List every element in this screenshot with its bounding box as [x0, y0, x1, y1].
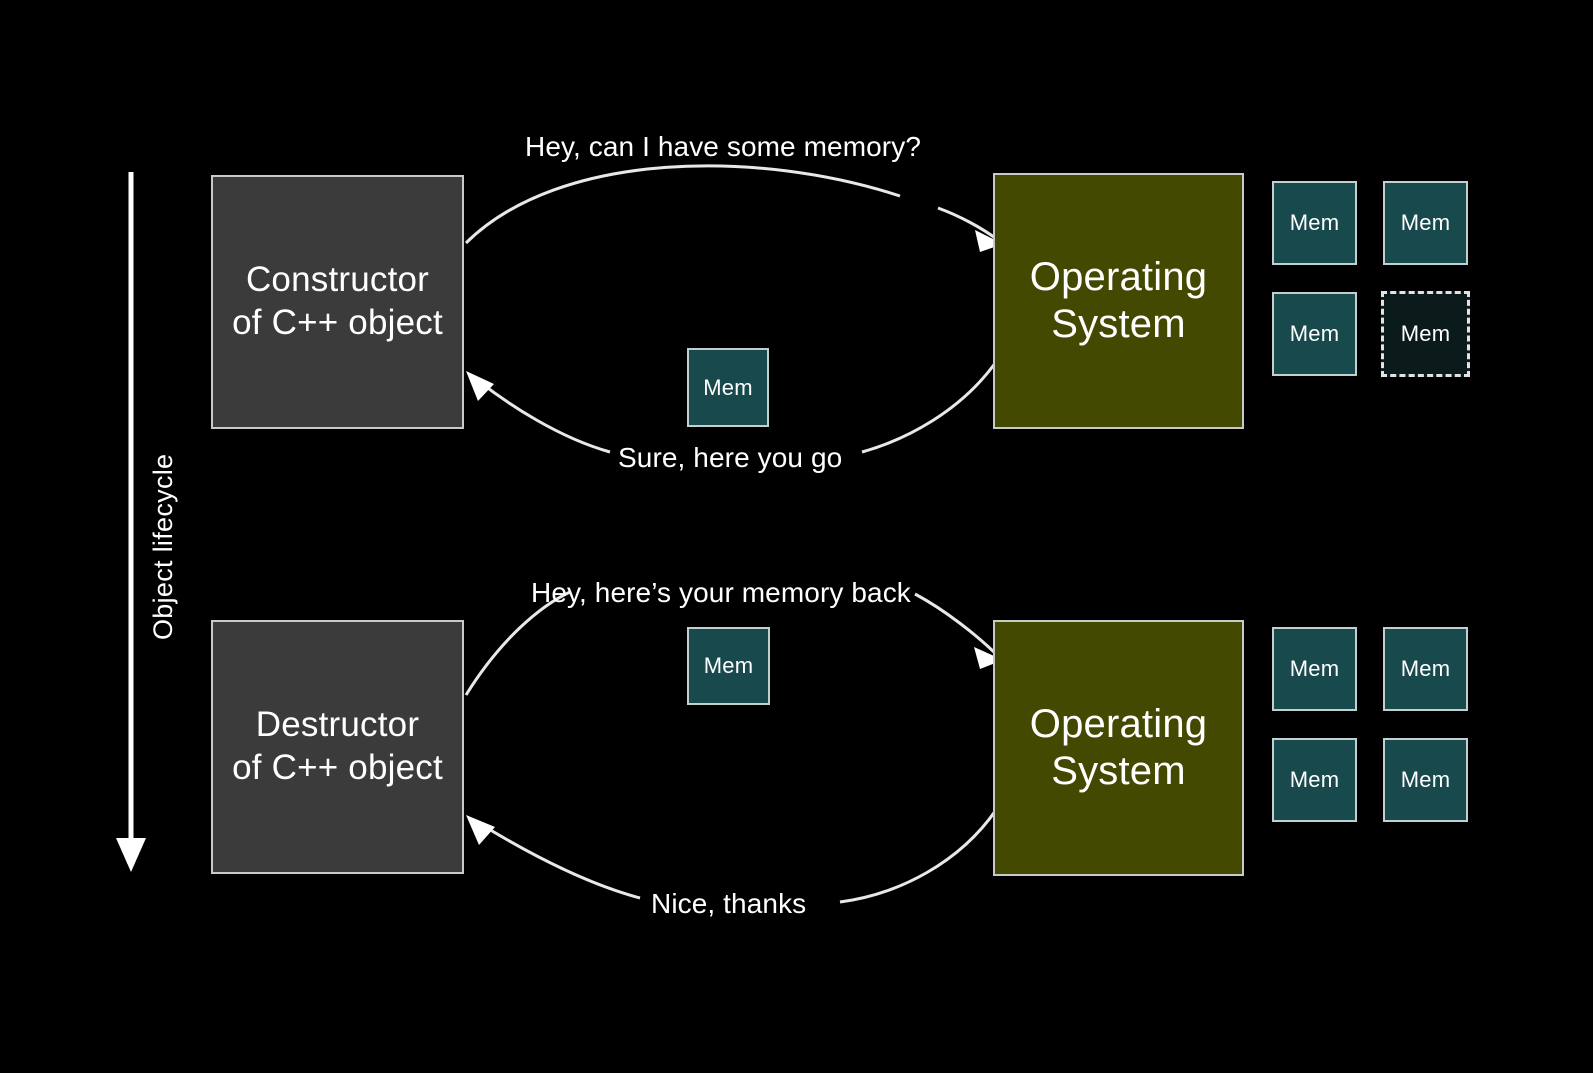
memory-pool-block-1-allocation: Mem: [1272, 181, 1357, 265]
memory-block-in-transit-deallocation: Mem: [687, 627, 770, 705]
memory-block-label: Mem: [1400, 210, 1451, 235]
allocation-response-label: Sure, here you go: [618, 442, 843, 473]
destructor-box[interactable]: Destructor of C++ object: [211, 620, 464, 874]
memory-block-label: Mem: [703, 374, 753, 400]
deallocation-request-label: Hey, here’s your memory back: [531, 577, 911, 608]
constructor-box[interactable]: Constructor of C++ object: [211, 175, 464, 429]
object-lifecycle-axis: [116, 172, 146, 872]
constructor-line-2: of C++ object: [232, 303, 443, 342]
memory-block-label: Mem: [1289, 767, 1340, 792]
os-line-2-deallocation: System: [1051, 749, 1186, 793]
memory-block-label: Mem: [1400, 321, 1451, 346]
os-line-1-deallocation: Operating: [1029, 701, 1208, 746]
memory-block-in-transit-allocation: Mem: [687, 348, 769, 427]
memory-pool-block-4-allocation-free: Mem: [1381, 291, 1470, 377]
memory-block-label: Mem: [1289, 321, 1340, 346]
destructor-line-1: Destructor: [255, 705, 420, 745]
constructor-line-1: Constructor: [245, 260, 430, 300]
allocation-request-label: Hey, can I have some memory?: [525, 131, 921, 162]
memory-pool-block-4-deallocation: Mem: [1383, 738, 1468, 822]
memory-block-label: Mem: [1400, 767, 1451, 792]
memory-block-label: Mem: [703, 653, 754, 678]
memory-pool-block-3-allocation: Mem: [1272, 292, 1357, 376]
operating-system-box-allocation[interactable]: Operating System: [993, 173, 1244, 429]
operating-system-box-deallocation[interactable]: Operating System: [993, 620, 1244, 876]
memory-pool-block-1-deallocation: Mem: [1272, 627, 1357, 711]
memory-block-label: Mem: [1289, 656, 1340, 681]
memory-pool-block-2-allocation: Mem: [1383, 181, 1468, 265]
os-line-1-allocation: Operating: [1029, 254, 1208, 299]
os-line-2-allocation: System: [1051, 302, 1186, 346]
memory-pool-block-3-deallocation: Mem: [1272, 738, 1357, 822]
destructor-line-2: of C++ object: [232, 748, 443, 787]
object-lifecycle-label: Object lifecycle: [148, 453, 178, 640]
memory-pool-block-2-deallocation: Mem: [1383, 627, 1468, 711]
deallocation-response-label: Nice, thanks: [651, 888, 807, 919]
memory-block-label: Mem: [1289, 210, 1340, 235]
allocation-request-arrow: [464, 164, 1003, 252]
memory-block-label: Mem: [1400, 656, 1451, 681]
